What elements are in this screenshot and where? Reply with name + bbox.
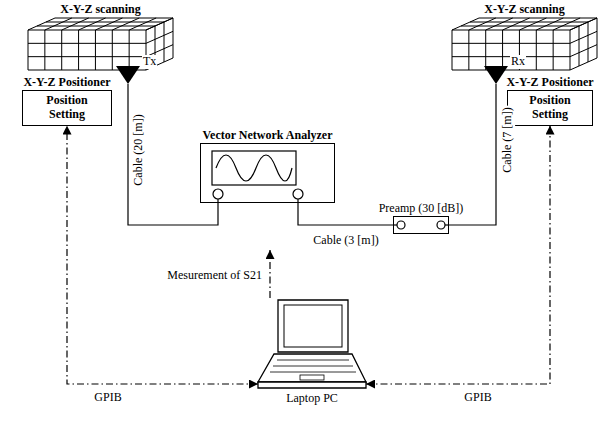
- positioner-box: X-Y-Z PositionerPosition Setting: [22, 90, 112, 126]
- grid-line: [62, 18, 89, 30]
- grid-line: [503, 18, 530, 30]
- analyzer-ports: [213, 189, 303, 203]
- node-label: Position Setting: [508, 91, 592, 125]
- grid-line: [129, 18, 156, 30]
- grid-line: [570, 31, 597, 43]
- grid-line: [28, 30, 146, 31]
- grid-line: [519, 18, 546, 30]
- network-analyzer: Vector Network Analyzer: [200, 143, 335, 203]
- measurement-arrow: [269, 250, 270, 298]
- scanning-grid-right: [452, 18, 597, 70]
- grid-line: [55, 18, 173, 19]
- grid-line: [37, 26, 155, 27]
- grid-line: [452, 43, 570, 44]
- grid-line: [112, 30, 113, 70]
- grid-line: [28, 43, 146, 44]
- analyzer-screen: [212, 151, 296, 185]
- grid-line: [485, 30, 486, 70]
- tx-antenna: Tx: [116, 66, 140, 84]
- grid-line: [579, 26, 580, 66]
- grid-line: [95, 30, 96, 70]
- antenna-symbol: [116, 66, 140, 84]
- node-label: X-Y-Z scanning: [60, 3, 141, 17]
- edge-label: GPIB: [92, 391, 123, 405]
- positioner-box: X-Y-Z PositionerPosition Setting: [507, 90, 593, 126]
- grid-line: [61, 30, 62, 70]
- node-label: Tx: [142, 55, 157, 69]
- gpib-link: [67, 126, 258, 384]
- grid-line: [46, 22, 164, 23]
- edge-label: Cable (20 [m]): [132, 112, 146, 187]
- grid-line: [146, 18, 173, 30]
- grid-line: [452, 30, 570, 31]
- grid-line: [570, 58, 597, 70]
- grid-line: [164, 22, 165, 62]
- scanning-grids: [28, 18, 597, 70]
- grid-line: [452, 30, 453, 70]
- grid-line: [452, 70, 570, 71]
- grid-line: [452, 18, 479, 30]
- node-heading: X-Y-Z Positioner: [506, 76, 593, 90]
- node-label: Position Setting: [23, 91, 111, 125]
- grid-line: [45, 18, 72, 30]
- laptop-drawing: [258, 300, 366, 388]
- node-label: Rx: [510, 55, 526, 69]
- grid-line: [588, 22, 589, 62]
- preamp-box: Preamp (30 [dB]): [393, 216, 449, 234]
- grid-line: [129, 30, 130, 70]
- preamp-ports: [393, 221, 449, 229]
- grid-line: [570, 18, 597, 30]
- grid-line: [78, 30, 79, 70]
- node-label: X-Y-Z scanning: [484, 3, 565, 17]
- grid-line: [44, 30, 45, 70]
- grid-line: [79, 18, 106, 30]
- grid-line: [470, 22, 588, 23]
- grid-line: [597, 18, 598, 58]
- rf-cable: [128, 84, 218, 225]
- grid-line: [570, 45, 597, 57]
- grid-line: [486, 18, 513, 30]
- grid-line: [570, 30, 571, 70]
- antenna-triangle: [484, 66, 508, 84]
- scanning-grid-left: [28, 18, 173, 70]
- node-label: Preamp (30 [dB]): [379, 202, 464, 216]
- node-label: Laptop PC: [286, 392, 338, 406]
- grid-line: [112, 18, 139, 30]
- grid-line: [553, 30, 554, 70]
- grid-line: [536, 30, 537, 70]
- grid-line: [479, 18, 597, 19]
- laptop-pc: Laptop PC: [258, 300, 366, 390]
- grid-line: [468, 30, 469, 70]
- grid-line: [469, 18, 496, 30]
- grid-line: [570, 18, 597, 30]
- gpib-link: [366, 126, 550, 384]
- grid-line: [28, 30, 29, 70]
- grid-line: [502, 30, 503, 70]
- edge-label: GPIB: [462, 391, 493, 405]
- grid-line: [146, 31, 173, 43]
- grid-line: [536, 18, 563, 30]
- grid-line: [95, 18, 122, 30]
- grid-line: [173, 18, 174, 58]
- rx-antenna: Rx: [484, 66, 508, 84]
- node-heading: X-Y-Z Positioner: [23, 76, 110, 90]
- edge-label: Cable (3 [m]): [311, 234, 380, 248]
- antenna-symbol: [484, 66, 508, 84]
- node-label: Vector Network Analyzer: [203, 129, 333, 143]
- grid-line: [461, 26, 579, 27]
- grid-line: [146, 18, 173, 30]
- edge-label: Cable (7 [m]): [501, 105, 515, 174]
- grid-line: [28, 56, 146, 57]
- measurement-note: Mesurement of S21: [167, 269, 262, 283]
- grid-line: [28, 18, 55, 30]
- grid-line: [553, 18, 580, 30]
- antenna-triangle: [116, 66, 140, 84]
